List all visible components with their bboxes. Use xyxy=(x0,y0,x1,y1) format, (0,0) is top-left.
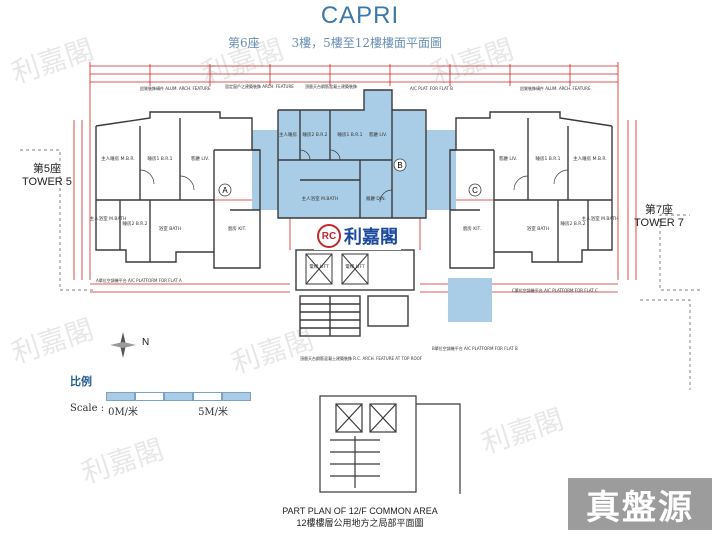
svg-text:主人睡房 M.B.R.: 主人睡房 M.B.R. xyxy=(101,155,135,162)
svg-text:頂層天台鋼筋混凝土建築裝飾: 頂層天台鋼筋混凝土建築裝飾 xyxy=(305,83,357,89)
svg-text:客廳 LIV.: 客廳 LIV. xyxy=(499,155,517,162)
logo-text: 利嘉閣 xyxy=(344,227,398,248)
logo-mark: RC xyxy=(317,224,341,248)
svg-text:睡房1 B.R.1: 睡房1 B.R.1 xyxy=(147,155,172,162)
common-plan-en: PART PLAN OF 12/F COMMON AREA xyxy=(282,506,438,516)
svg-text:睡房2 B.R.2: 睡房2 B.R.2 xyxy=(560,220,585,227)
scale-text: Scale : 0M/米 5M/米 xyxy=(70,403,251,418)
svg-text:浴室 BATH: 浴室 BATH xyxy=(527,225,549,232)
tower-5-en: TOWER 5 xyxy=(22,176,72,188)
door-swings xyxy=(139,149,569,203)
svg-text:B單位空調機平台 A/C PLATFORM FOR FLAT: B單位空調機平台 A/C PLATFORM FOR FLAT B xyxy=(432,345,518,351)
svg-text:電梯 LIFT: 電梯 LIFT xyxy=(309,263,329,270)
svg-text:A/C PLAT. FOR FLAT B: A/C PLAT. FOR FLAT B xyxy=(410,86,453,91)
svg-text:主人睡房 M.B.R.: 主人睡房 M.B.R. xyxy=(573,155,607,162)
floors-label: 3樓，5樓至12樓樓面平面圖 xyxy=(291,36,443,50)
block-label: 第6座 xyxy=(228,36,260,50)
scale-bar xyxy=(106,392,251,401)
svg-text:客廳 LIV.: 客廳 LIV. xyxy=(369,131,387,138)
source-badge: 真盤源 xyxy=(568,478,712,530)
svg-text:C單位空調機平台 A/C PLATFORM FOR FLAT: C單位空調機平台 A/C PLATFORM FOR FLAT C xyxy=(512,287,598,293)
svg-text:睡房1 B.R.1: 睡房1 B.R.1 xyxy=(535,155,560,162)
agency-logo: RC 利嘉閣 xyxy=(314,222,401,250)
svg-text:睡房1 B.R.1: 睡房1 B.R.1 xyxy=(337,131,362,138)
flat-marker-b: B xyxy=(397,161,402,170)
svg-text:睡房2 B.R.2: 睡房2 B.R.2 xyxy=(302,131,327,138)
tower-7-en: TOWER 7 xyxy=(634,217,684,229)
adjacent-tower-outlines xyxy=(20,149,700,390)
svg-text:鋁質裝飾構件 ALUM. ARCH. FEATURE: 鋁質裝飾構件 ALUM. ARCH. FEATURE xyxy=(520,85,591,91)
tower-7-label: 第7座 TOWER 7 xyxy=(634,204,684,230)
common-plan-cn: 12樓樓層公用地方之局部平面圖 xyxy=(296,518,424,528)
svg-text:固定窗戶之建築裝飾 ARCH. FEATURE: 固定窗戶之建築裝飾 ARCH. FEATURE xyxy=(225,83,294,89)
north-label: N xyxy=(142,337,150,348)
common-area-plan xyxy=(319,395,461,494)
svg-text:電梯 LIFT: 電梯 LIFT xyxy=(345,263,365,270)
scale-prefix: Scale : xyxy=(70,403,105,414)
svg-text:主人睡房: 主人睡房 xyxy=(279,131,297,138)
svg-text:浴室 BATH: 浴室 BATH xyxy=(159,225,181,232)
svg-text:主人浴室 M.BATH: 主人浴室 M.BATH xyxy=(302,195,339,202)
scale-max: 5M/米 xyxy=(198,407,229,418)
room-labels: 主人睡房 M.B.R. 睡房1 B.R.1 客廳 LIV. 主人浴室 M.BAT… xyxy=(90,131,619,270)
svg-text:鋁質裝飾構件 ALUM. ARCH. FEATURE: 鋁質裝飾構件 ALUM. ARCH. FEATURE xyxy=(140,85,211,91)
tower-5-label: 第5座 TOWER 5 xyxy=(22,163,72,189)
svg-text:廚房 KIT.: 廚房 KIT. xyxy=(228,225,246,232)
walls xyxy=(95,89,613,337)
plan-subtitle: 第6座 3樓，5樓至12樓樓面平面圖 xyxy=(228,34,470,51)
tower-7-cn: 第7座 xyxy=(644,204,674,216)
north-arrow-icon xyxy=(110,332,136,358)
svg-text:主人浴室 M.BATH: 主人浴室 M.BATH xyxy=(582,215,619,222)
common-plan-caption: PART PLAN OF 12/F COMMON AREA 12樓樓層公用地方之… xyxy=(0,505,720,529)
scale-min: 0M/米 xyxy=(108,407,139,418)
svg-text:A單位空調機平台 A/C PLATFORM FOR FLAT: A單位空調機平台 A/C PLATFORM FOR FLAT A xyxy=(96,277,182,283)
tower-5-cn: 第5座 xyxy=(32,163,62,175)
svg-text:廚房 KIT.: 廚房 KIT. xyxy=(463,225,481,232)
flat-markers xyxy=(218,158,482,197)
flat-marker-c: C xyxy=(472,186,478,195)
flat-marker-a: A xyxy=(222,186,228,195)
svg-text:客廳 LIV.: 客廳 LIV. xyxy=(191,155,209,162)
svg-text:頂層天台鋼筋混凝土建築裝飾 R.C. ARCH. FEATU: 頂層天台鋼筋混凝土建築裝飾 R.C. ARCH. FEATURE AT TOP … xyxy=(300,355,423,361)
project-title: CAPRI xyxy=(320,2,400,29)
lifts xyxy=(305,253,369,285)
annotation-notes: 鋁質裝飾構件 ALUM. ARCH. FEATURE 固定窗戶之建築裝飾 ARC… xyxy=(96,83,598,361)
scale-title: 比例 xyxy=(70,375,92,388)
scale-legend: 比例 Scale : 0M/米 5M/米 xyxy=(70,373,251,418)
svg-text:飯廳 DIN.: 飯廳 DIN. xyxy=(366,195,386,202)
svg-text:睡房2 B.R.2: 睡房2 B.R.2 xyxy=(122,220,147,227)
svg-text:主人浴室 M.BATH: 主人浴室 M.BATH xyxy=(90,215,127,222)
